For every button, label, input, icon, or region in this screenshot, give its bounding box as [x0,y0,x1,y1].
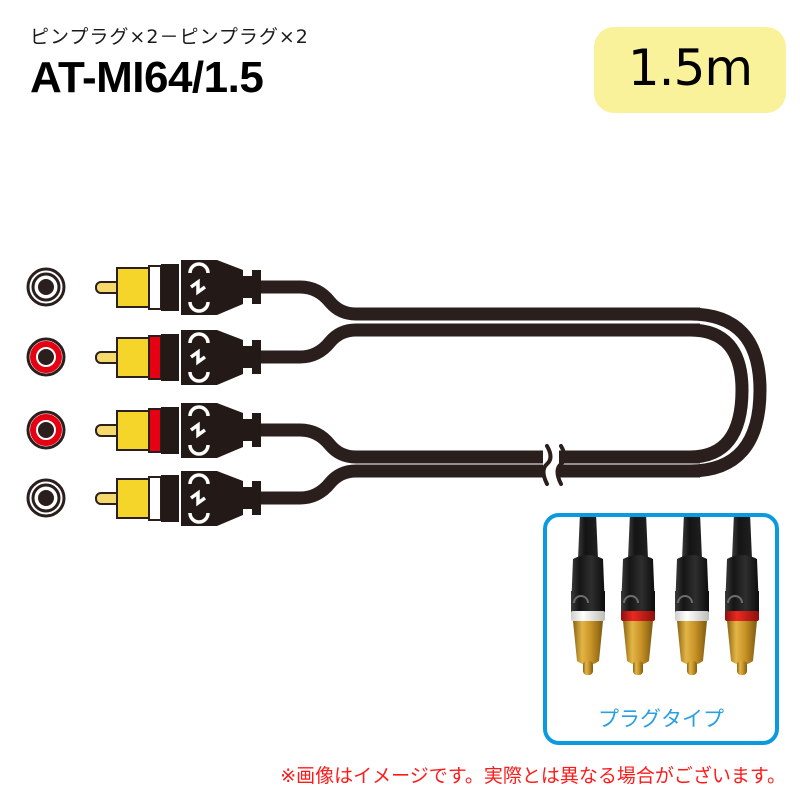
inset-caption: プラグタイプ [598,707,724,731]
cable-diagram-svg [26,260,767,526]
cable-routing [230,280,767,505]
inset-plug-red-1 [621,517,655,675]
rca-connector-white-bottom [26,471,261,526]
plug-type-photo [571,517,759,675]
jack-socket-icon-white-top [26,267,66,307]
brand-logo-mark [188,262,210,313]
jack-socket-icon-red-upper [26,337,66,377]
cable-length-badge: 1.5m [594,27,786,113]
rca-connector-red-upper [26,330,261,385]
image-disclaimer: ※画像はイメージです。実際とは異なる場合がございます。 [280,765,786,787]
plug-type-inset: プラグタイプ [543,513,779,745]
rca-connector-red-lower [26,403,261,458]
jack-socket-icon-white-bottom [26,478,66,518]
cable-length-break-mark [541,444,567,486]
product-model-number: AT-MI64/1.5 [30,52,264,102]
brand-logo-mark [188,332,210,383]
product-subtitle: ピンプラグ×2－ピンプラグ×2 [30,26,309,48]
cable-length-label: 1.5m [627,39,753,97]
brand-logo-mark [188,473,210,524]
cable-diagram [0,240,800,540]
inset-plug-white-1 [571,517,605,675]
rca-connector-white-top [26,260,261,315]
inset-plug-white-2 [675,517,709,675]
brand-logo-mark [188,405,210,456]
jack-socket-icon-red-lower [26,410,66,450]
inset-plug-red-2 [725,517,759,675]
product-header: ピンプラグ×2－ピンプラグ×2 AT-MI64/1.5 [30,26,570,101]
